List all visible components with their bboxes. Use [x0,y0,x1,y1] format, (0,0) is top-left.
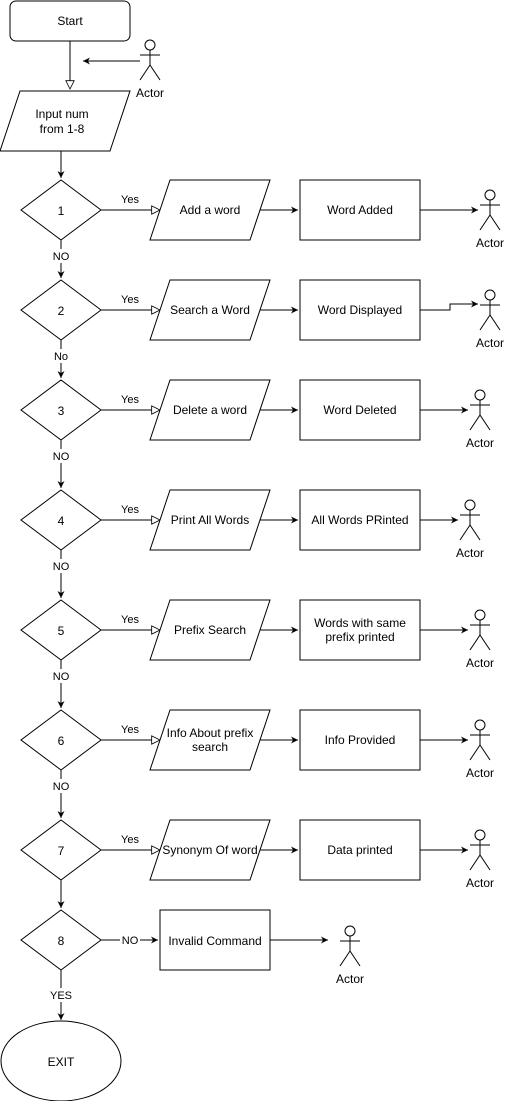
actor-figure: Actor [456,499,484,560]
action-label: Add a word [180,203,241,217]
yes-label: Yes [121,394,139,406]
action-node [149,379,271,441]
result-node [299,179,421,241]
start-label: Start [57,14,83,28]
result-to-actor-arrow [420,300,478,311]
decision-label: 5 [58,624,65,638]
result-label: prefix printed [325,630,394,644]
actor-figure: Actor [466,829,494,890]
actor-label: Actor [466,436,494,450]
action-node [149,179,271,241]
action-node [149,599,271,661]
decision-8: 8 [20,909,102,971]
result-label: Word Displayed [318,303,402,317]
result-node [299,379,421,441]
actor-label: Actor [476,236,504,250]
action-label: Search a Word [170,303,250,317]
actor-label: Actor [466,766,494,780]
result-label: Info Provided [325,733,396,747]
decision-label: 1 [58,204,65,218]
result-label: Word Deleted [323,403,396,417]
actor-icon: Actor [136,39,164,100]
action-label: Print All Words [171,513,249,527]
exit-label: EXIT [48,1055,75,1069]
result-label: Words with same [314,616,406,630]
decision-8-yes-label: YES [50,990,72,1002]
decision-8-no-label: NO [122,935,139,947]
decision-8-label: 8 [58,934,65,948]
no-label: NO [53,781,70,793]
action-label: Synonym Of word [162,843,257,857]
yes-label: Yes [121,504,139,516]
yes-label: Yes [121,614,139,626]
yes-label: Yes [121,294,139,306]
start-node: Start [9,0,131,42]
actor-figure: Actor [466,609,494,670]
action-node [149,279,271,341]
actor-label: Actor [456,546,484,560]
action-label: search [192,740,228,754]
action-node [149,819,271,881]
actor-label: Actor [476,336,504,350]
no-label: NO [53,451,70,463]
no-label: NO [53,671,70,683]
actor-figure: Actor [476,189,504,250]
input-node: Input num from 1-8 [0,90,131,152]
actor-figure: Actor [476,289,504,350]
actor-label: Actor [466,656,494,670]
action-node [149,709,271,771]
no-label: NO [53,561,70,573]
decision-label: 2 [58,304,65,318]
invalid-command-node: Invalid Command [159,909,271,971]
decision-label: 4 [58,514,65,528]
yes-label: Yes [121,724,139,736]
actor-icon: Actor [336,925,364,986]
action-node [149,489,271,551]
result-node [299,599,421,661]
actor-label: Actor [136,86,164,100]
decision-label: 6 [58,734,65,748]
actor-figure: Actor [466,389,494,450]
decision-label: 7 [58,844,65,858]
input-label-line-1: Input num [35,107,88,121]
input-label-line-2: from 1-8 [40,122,85,136]
yes-label: Yes [121,194,139,206]
action-label: Prefix Search [174,623,246,637]
result-node [299,279,421,341]
no-label: No [54,351,68,363]
action-label: Info About prefix [167,726,254,740]
action-label: Delete a word [173,403,247,417]
actor-label: Actor [336,972,364,986]
actor-figure: Actor [336,925,364,986]
result-label: All Words PRinted [311,513,408,527]
result-label: Data printed [327,843,392,857]
actor-label: Actor [466,876,494,890]
exit-node: EXIT [0,1020,122,1101]
yes-label: Yes [121,834,139,846]
actor-figure: Actor [136,39,164,100]
result-node [299,489,421,551]
invalid-command-label: Invalid Command [168,934,261,948]
actor-figure: Actor [466,719,494,780]
result-node [299,819,421,881]
result-label: Word Added [327,203,393,217]
decision-label: 3 [58,404,65,418]
no-label: NO [53,251,70,263]
